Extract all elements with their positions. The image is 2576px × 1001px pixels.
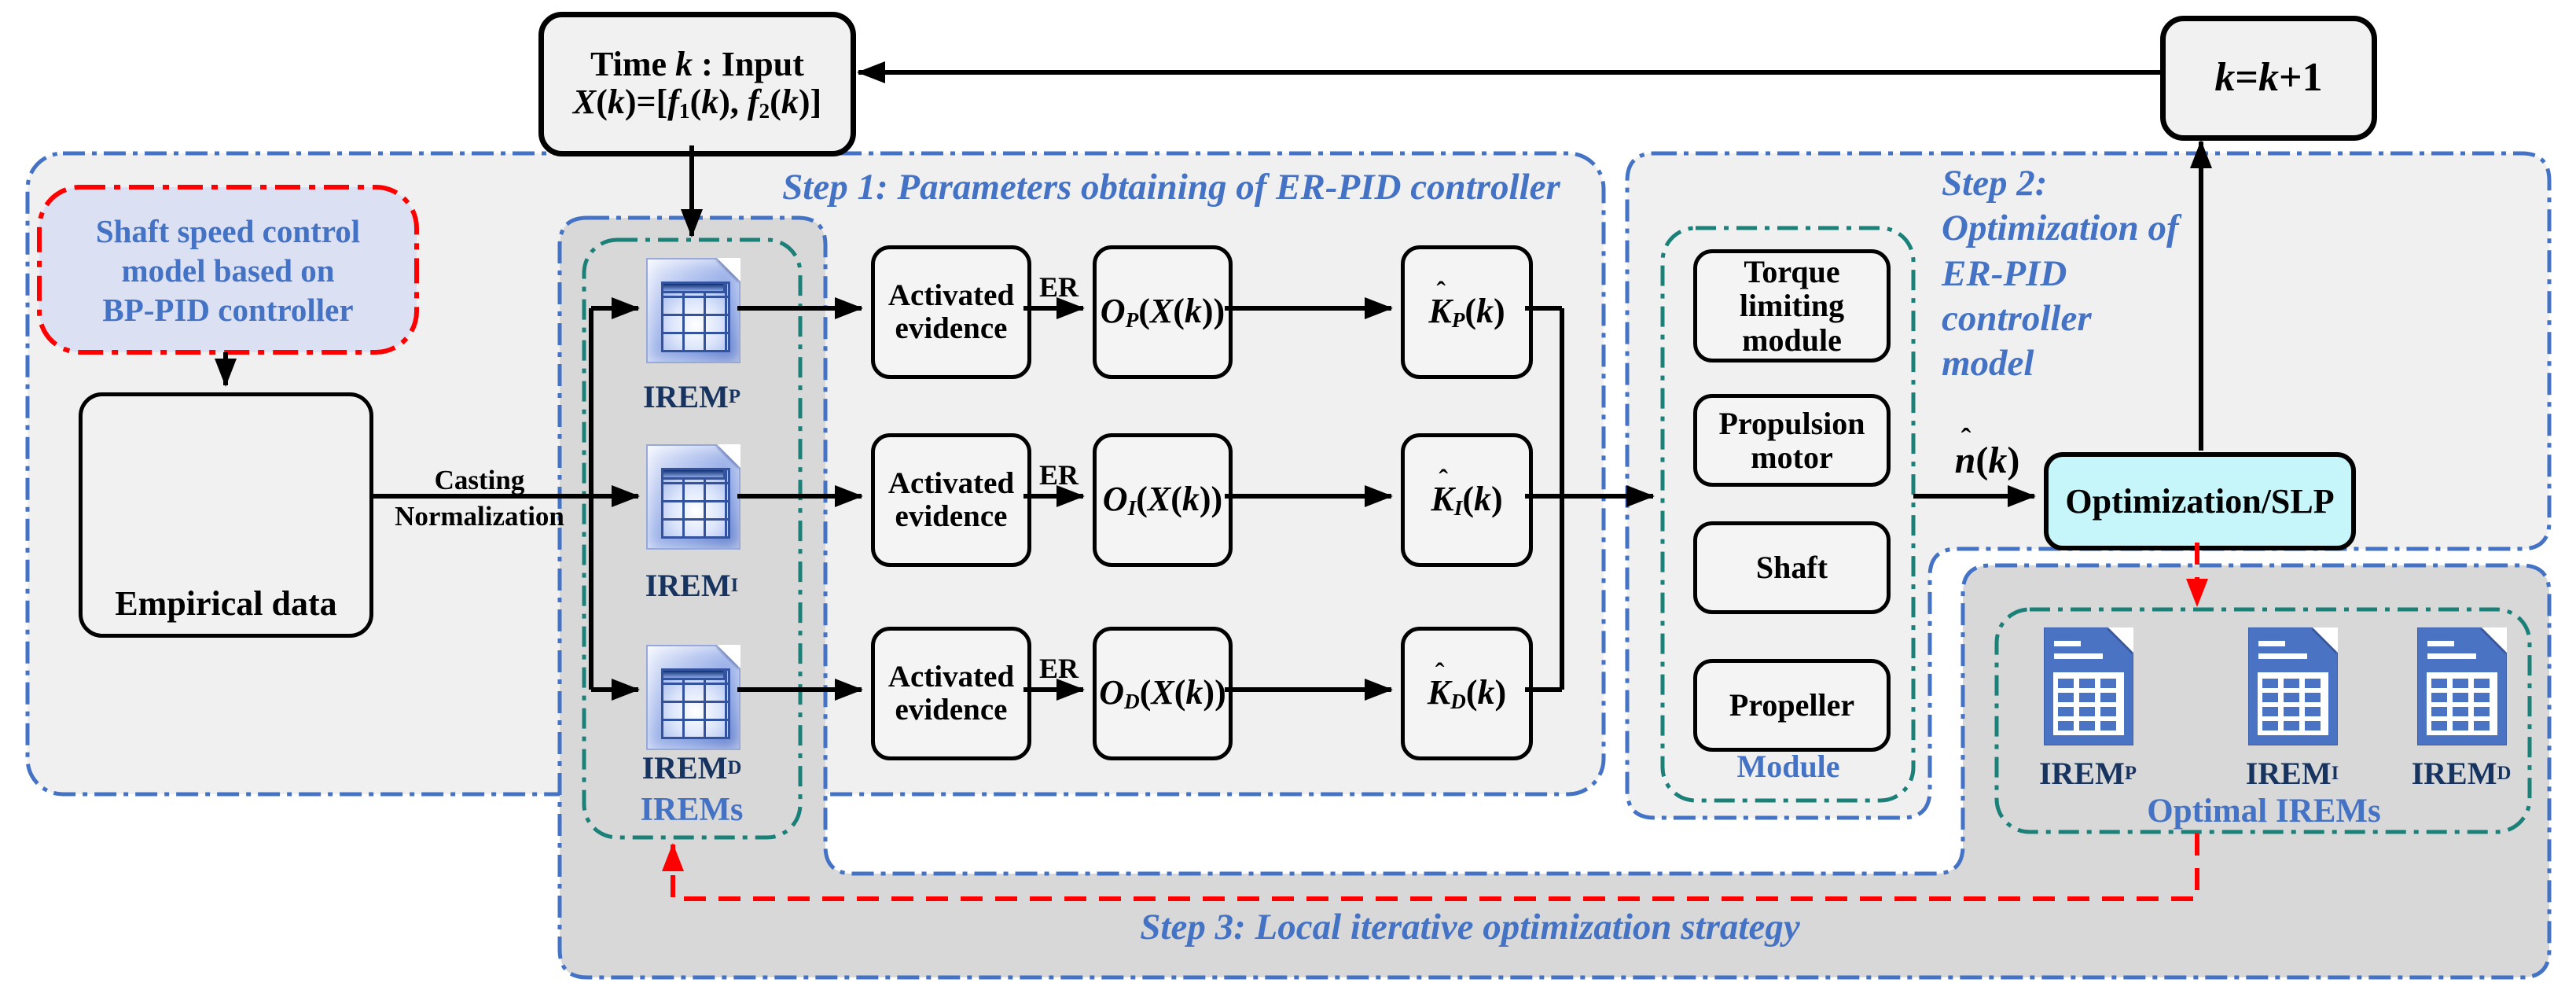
shaft-label: Shaft: [1755, 550, 1828, 586]
ki-gain-label: KI(k): [1431, 480, 1502, 520]
propulsion-motor-label: Propulsion motor: [1718, 405, 1865, 475]
shaft-speed-line2: model based on: [121, 252, 335, 289]
propeller-label: Propeller: [1729, 687, 1855, 723]
er-label-d: ER: [1038, 653, 1079, 685]
op-function-box: OP(X(k)): [1093, 245, 1233, 379]
empirical-data-box: Empirical data: [79, 392, 373, 638]
page-fold-icon: [717, 258, 740, 282]
optimization-slp-label: Optimization/SLP: [2065, 481, 2335, 521]
op-function-label: OP(X(k)): [1100, 291, 1226, 332]
page-fold-icon: [2482, 627, 2507, 653]
od-function-label: OD(X(k)): [1099, 672, 1226, 713]
optimal-irems-group-label: Optimal IREMs: [2147, 793, 2381, 830]
time-input-line2: X(k)=[f1(k), f2(k)]: [572, 82, 822, 123]
optimization-slp-box: Optimization/SLP: [2044, 452, 2356, 550]
kp-gain-label: KP(k): [1428, 293, 1505, 332]
od-function-box: OD(X(k)): [1093, 627, 1233, 760]
module-group-box: [1660, 226, 1916, 803]
kd-gain-label: KD(k): [1428, 674, 1506, 713]
irems-group-label: IREMs: [640, 791, 744, 828]
iremi-spreadsheet-icon: [646, 444, 740, 550]
activated-evidence-label: Activated evidence: [887, 278, 1015, 345]
optimal-iremp-spreadsheet-icon: [2044, 627, 2133, 745]
propulsion-motor-box: Propulsion motor: [1693, 394, 1891, 487]
iremd-spreadsheet-icon: [646, 645, 740, 750]
activated-evidence-box-i: Activated evidence: [871, 433, 1031, 567]
oi-function-label: OI(X(k)): [1102, 479, 1223, 520]
shaft-speed-line1: Shaft speed control: [95, 212, 361, 249]
torque-limiting-module-box: Torque limiting module: [1693, 249, 1891, 362]
kd-gain-box: KD(k): [1401, 627, 1533, 760]
time-input-box: Time k : Input X(k)=[f1(k), f2(k)]: [538, 12, 856, 156]
optimal-iremi-spreadsheet-icon: [2248, 627, 2338, 745]
time-input-line1: Time k : Input: [590, 45, 804, 84]
page-fold-icon: [717, 444, 740, 468]
er-label-i: ER: [1038, 459, 1079, 491]
propeller-box: Propeller: [1693, 659, 1891, 752]
activated-evidence-label: Activated evidence: [887, 466, 1015, 533]
activated-evidence-box-d: Activated evidence: [871, 627, 1031, 760]
shaft-box: Shaft: [1693, 521, 1891, 614]
casting-label: Casting: [434, 464, 525, 495]
optimal-iremd-spreadsheet-icon: [2417, 627, 2507, 745]
torque-limiting-module-label: Torque limiting module: [1739, 254, 1845, 358]
step2-title-line5: model: [1942, 343, 2034, 385]
step2-title-line3: ER-PID: [1942, 252, 2067, 294]
step3-title: Step 3: Local iterative optimization str…: [1140, 907, 1800, 948]
kp-gain-box: KP(k): [1401, 245, 1533, 379]
shaft-speed-model-text: Shaft speed control model based on BP-PI…: [47, 203, 409, 338]
optimal-irems-group-box: [1994, 607, 2532, 834]
step2-title-line2: Optimization of: [1942, 208, 2179, 249]
step2-title: Step 2: Optimization of ER-PID controlle…: [1942, 161, 2476, 387]
empirical-data-label: Empirical data: [115, 584, 337, 624]
shaft-speed-line3: BP-PID controller: [102, 292, 354, 328]
page-fold-icon: [2313, 627, 2338, 653]
oi-function-box: OI(X(k)): [1093, 433, 1233, 567]
shaft-speed-model-box: [37, 185, 419, 355]
step1-title: Step 1: Parameters obtaining of ER-PID c…: [782, 167, 1560, 208]
n-hat-output-label: n(k): [1924, 437, 2050, 484]
k-increment-label: k=k+1: [2214, 55, 2323, 101]
activated-evidence-box-p: Activated evidence: [871, 245, 1031, 379]
step2-title-line1: Step 2:: [1942, 163, 2048, 204]
iremp-spreadsheet-icon: [646, 258, 740, 363]
module-group-label: Module: [1736, 749, 1840, 784]
activated-evidence-label: Activated evidence: [887, 659, 1015, 727]
normalization-label: Normalization: [395, 500, 564, 532]
er-label-p: ER: [1038, 271, 1079, 304]
page-fold-icon: [717, 645, 740, 668]
step2-title-line4: controller: [1942, 297, 2092, 339]
k-increment-box: k=k+1: [2160, 16, 2377, 141]
ki-gain-box: KI(k): [1401, 433, 1533, 567]
page-fold-icon: [2108, 627, 2133, 653]
